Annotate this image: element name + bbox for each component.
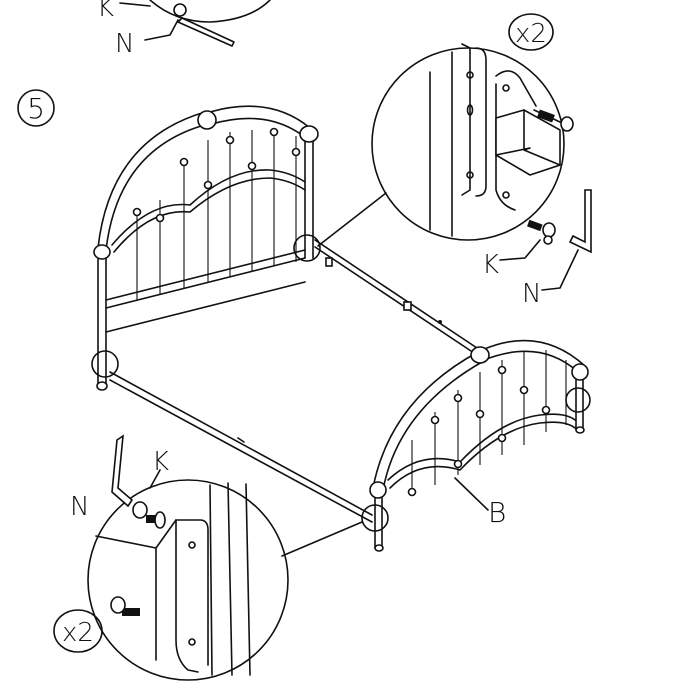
step-number-badge: 5 [17, 89, 55, 127]
top-callout-part-n-label: N [522, 279, 541, 309]
bottom-callout-part-k-label: K [152, 447, 169, 477]
headboard [91, 105, 321, 391]
top-callout-part-k-label: K [482, 250, 499, 280]
step-number: 5 [27, 92, 45, 125]
part-b-label: B [488, 496, 506, 529]
top-part-n-label: N [115, 29, 134, 59]
side-rails [109, 239, 481, 523]
bottom-callout-quantity: x2 [62, 618, 94, 648]
detail-callout-top: K N x2 [317, 13, 592, 309]
top-part-k-label: K [97, 0, 114, 23]
bottom-callout-part-n-label: N [70, 492, 89, 522]
detail-callout-bottom: K N x2 [53, 434, 363, 681]
footboard: B [361, 339, 591, 552]
top-callout-fragment: K N [97, 0, 271, 59]
top-callout-quantity: x2 [515, 19, 547, 49]
